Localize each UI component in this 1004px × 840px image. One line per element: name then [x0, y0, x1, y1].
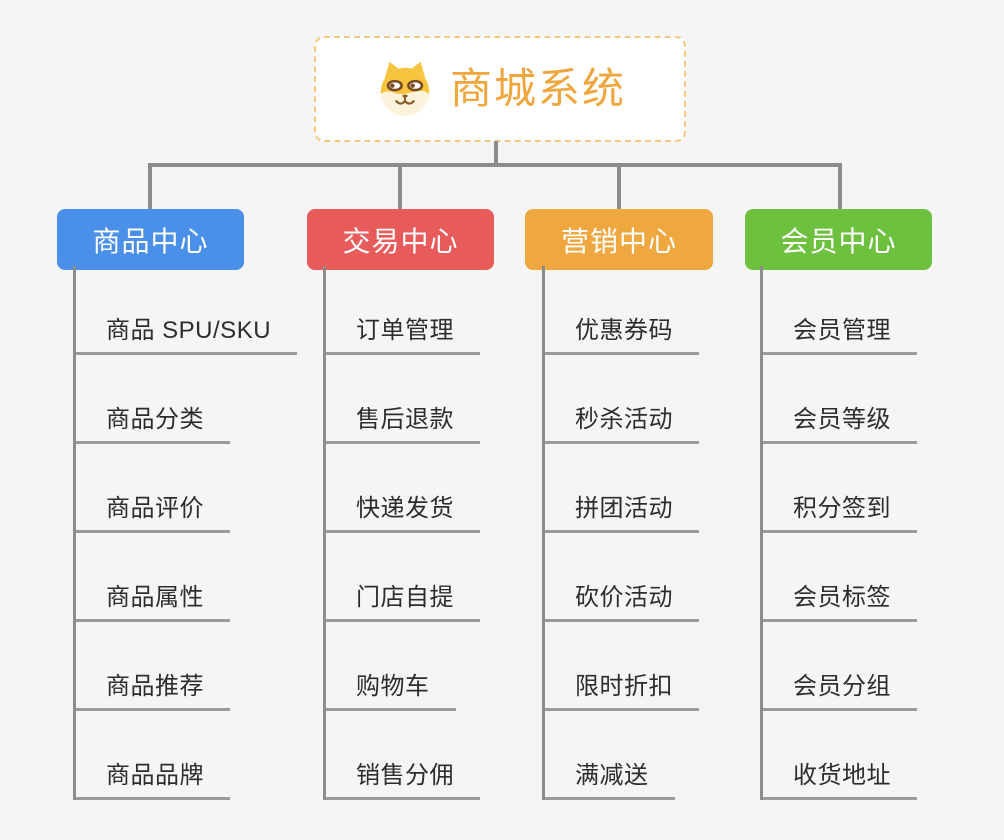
branch-node-trade-center[interactable]: 交易中心 — [307, 209, 494, 270]
child-topic[interactable]: 商品评价 — [76, 444, 230, 533]
child-topic[interactable]: 商品属性 — [76, 533, 230, 622]
child-topic[interactable]: 订单管理 — [326, 266, 480, 355]
connector-drop-member — [838, 163, 842, 211]
child-topic[interactable]: 拼团活动 — [545, 444, 699, 533]
child-topic[interactable]: 售后退款 — [326, 355, 480, 444]
child-topic[interactable]: 商品品牌 — [76, 711, 230, 800]
branch-list-marketing: 优惠券码 秒杀活动 拼团活动 砍价活动 限时折扣 满减送 — [542, 266, 699, 800]
connector-horizontal-bar — [148, 163, 842, 167]
child-topic[interactable]: 收货地址 — [763, 711, 917, 800]
child-topic[interactable]: 商品 SPU/SKU — [76, 266, 298, 355]
child-topic[interactable]: 满减送 — [545, 711, 675, 800]
connector-root-stem — [494, 141, 498, 165]
child-topic[interactable]: 秒杀活动 — [545, 355, 699, 444]
child-topic[interactable]: 优惠券码 — [545, 266, 699, 355]
child-topic[interactable]: 限时折扣 — [545, 622, 699, 711]
root-title: 商城系统 — [449, 65, 626, 112]
branch-list-trade: 订单管理 售后退款 快递发货 门店自提 购物车 销售分佣 — [323, 266, 480, 800]
branch-node-member-center[interactable]: 会员中心 — [745, 209, 932, 270]
child-topic[interactable]: 会员分组 — [763, 622, 917, 711]
child-topic[interactable]: 会员标签 — [763, 533, 917, 622]
child-topic[interactable]: 商品分类 — [76, 355, 230, 444]
child-topic[interactable]: 门店自提 — [326, 533, 480, 622]
connector-drop-trade — [398, 163, 402, 211]
child-topic[interactable]: 会员管理 — [763, 266, 917, 355]
child-topic[interactable]: 购物车 — [326, 622, 456, 711]
child-topic[interactable]: 快递发货 — [326, 444, 480, 533]
child-topic[interactable]: 砍价活动 — [545, 533, 699, 622]
child-topic[interactable]: 积分签到 — [763, 444, 917, 533]
branch-list-member: 会员管理 会员等级 积分签到 会员标签 会员分组 收货地址 — [760, 266, 917, 800]
connector-drop-product — [148, 163, 152, 211]
branch-node-marketing-center[interactable]: 营销中心 — [525, 209, 713, 270]
connector-drop-marketing — [617, 163, 621, 211]
branch-list-product: 商品 SPU/SKU 商品分类 商品评价 商品属性 商品推荐 商品品牌 — [73, 266, 298, 800]
child-topic[interactable]: 会员等级 — [763, 355, 917, 444]
root-node-mall-system[interactable]: 商城系统 — [314, 36, 686, 142]
branch-node-product-center[interactable]: 商品中心 — [57, 209, 244, 270]
dog-face-icon — [374, 58, 436, 120]
child-topic[interactable]: 商品推荐 — [76, 622, 230, 711]
child-topic[interactable]: 销售分佣 — [326, 711, 480, 800]
